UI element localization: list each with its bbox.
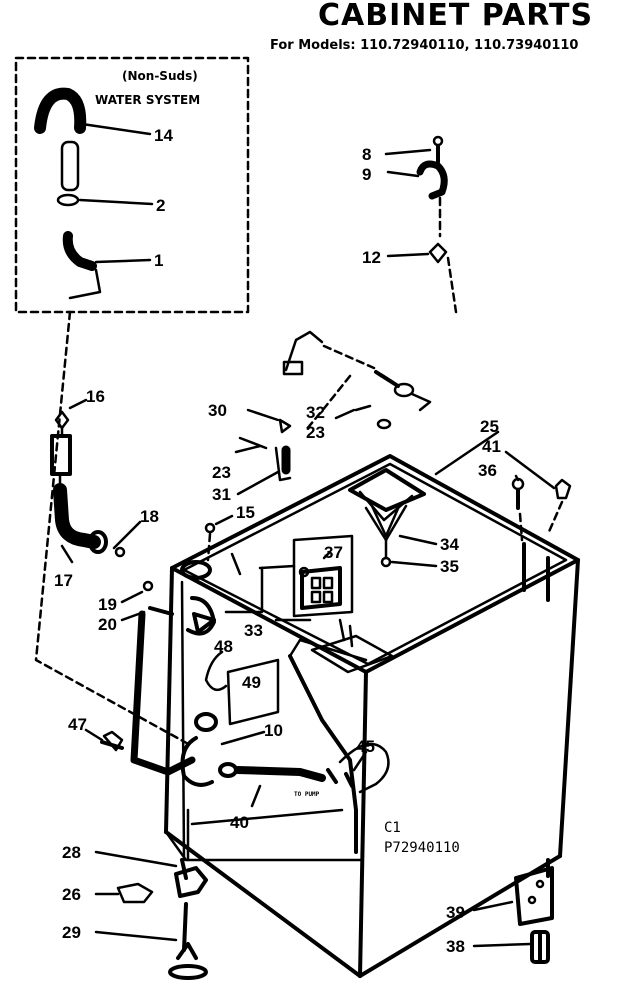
callout-18: 18: [140, 507, 159, 526]
inset-line1: (Non-Suds): [122, 69, 198, 83]
cord-parts: 30 32 23 23 31: [208, 330, 432, 504]
callout-36: 36: [478, 461, 497, 480]
callout-34: 34: [440, 535, 459, 554]
callout-47: 47: [68, 715, 87, 734]
callout-10: 10: [264, 721, 283, 740]
part-47: 47: [68, 715, 124, 752]
models-line: For Models: 110.72940110, 110.73940110: [270, 38, 578, 53]
fitting-part-16: [50, 434, 72, 476]
callout-20: 20: [98, 615, 117, 634]
plate-part-49: 49: [226, 658, 280, 726]
callout-31: 31: [212, 485, 231, 504]
callout-37: 37: [324, 543, 343, 562]
callout-48: 48: [214, 637, 233, 656]
callout-23-left: 23: [212, 463, 231, 482]
hose-part-17: [53, 483, 101, 549]
hose-left: [130, 610, 196, 776]
hose-part-14: [34, 87, 87, 134]
callout-23-top: 23: [306, 423, 325, 442]
diagram-title: CABINET PARTS: [318, 0, 593, 33]
leader-34: [398, 534, 438, 546]
right-top-hardware: 25 41 36: [434, 417, 572, 542]
pump-label: TO PUMP: [294, 791, 320, 798]
leg-parts: 28 26 29: [62, 843, 208, 980]
pump-hose-parts: TO PUMP 10 45 40: [180, 712, 390, 832]
left-hose-parts: 16 18 17: [50, 387, 159, 590]
non-suds-water-system-inset: (Non-Suds) WATER SYSTEM 14 2 1: [14, 56, 250, 314]
callout-45: 45: [356, 737, 375, 756]
left-side-parts: 19 20 48: [98, 580, 233, 776]
callout-8: 8: [362, 145, 371, 164]
callout-2: 2: [156, 196, 165, 215]
hose-part-40: [234, 766, 326, 782]
leader-35: [390, 560, 438, 568]
callout-33: 33: [244, 621, 263, 640]
code-c1: C1: [384, 820, 401, 836]
callout-9: 9: [362, 165, 371, 184]
callout-15: 15: [236, 503, 255, 522]
callout-40: 40: [230, 813, 249, 832]
callout-16: 16: [86, 387, 105, 406]
junction-box-33-37: 37 33: [224, 534, 394, 674]
callout-30: 30: [208, 401, 227, 420]
callout-38: 38: [446, 937, 465, 956]
hose-straight: [60, 140, 80, 192]
leader-15: [214, 514, 234, 526]
part-12: [428, 242, 448, 264]
callout-14: 14: [154, 126, 173, 145]
callout-19: 19: [98, 595, 117, 614]
callout-49: 49: [242, 673, 261, 692]
inset-line2: WATER SYSTEM: [95, 93, 200, 107]
inset-connector-dashed: [34, 310, 194, 748]
callout-41: 41: [482, 437, 501, 456]
callout-17: 17: [54, 571, 73, 590]
clip-part-9: [416, 160, 448, 200]
top-right-parts: 8 9 12: [362, 135, 458, 314]
callout-39: 39: [446, 903, 465, 922]
code-part-number: P72940110: [384, 840, 460, 856]
rear-leg-parts: 39 38: [446, 866, 554, 964]
callout-26: 26: [62, 885, 81, 904]
callout-35: 35: [440, 557, 459, 576]
callout-25: 25: [480, 417, 499, 436]
callout-28: 28: [62, 843, 81, 862]
callout-32: 32: [306, 403, 325, 422]
elbow-part-1: [62, 231, 97, 271]
callout-12: 12: [362, 248, 381, 267]
callout-29: 29: [62, 923, 81, 942]
callout-1: 1: [154, 251, 163, 270]
clamp-part-2: [56, 193, 80, 207]
